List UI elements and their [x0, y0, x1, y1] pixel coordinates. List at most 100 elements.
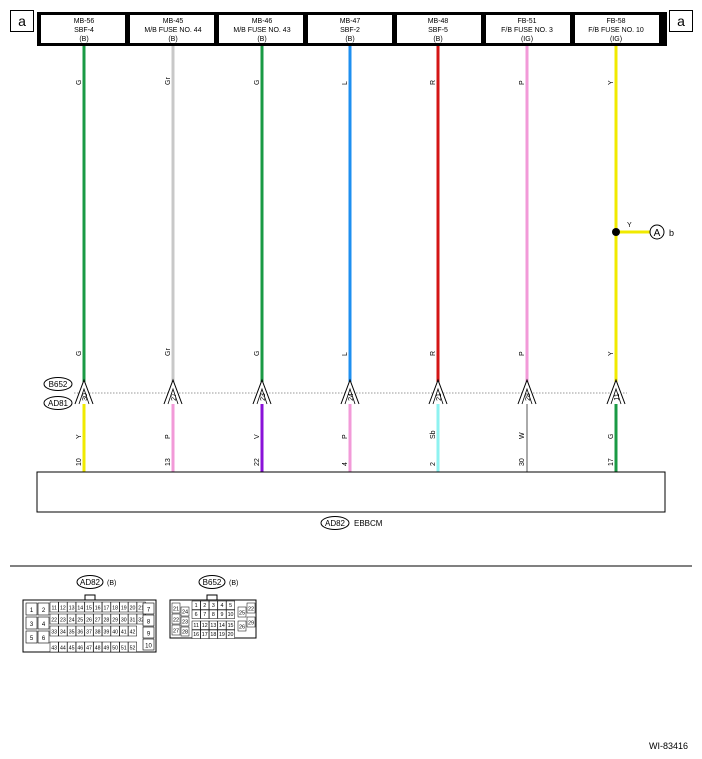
ad82-pin-number: 23	[60, 618, 66, 624]
ad82-pin-number: 28	[104, 618, 110, 624]
ad82-pin-cell	[128, 601, 137, 613]
fuse-name: SBF-5	[428, 27, 448, 34]
fuse-code: MB-45	[163, 18, 184, 25]
ad82-pin-number: 47	[86, 646, 92, 652]
b652-pin-cell	[246, 616, 256, 628]
ad82-pin-number: 13	[69, 606, 75, 612]
fuse-box	[397, 15, 481, 43]
ad82-pin-number: 46	[77, 646, 83, 652]
module-connector-id: AD82	[325, 519, 346, 528]
ad82-pin-cell	[142, 626, 155, 639]
fuse-code: MB-48	[428, 18, 449, 25]
b652-pin-cell	[208, 629, 218, 639]
ad82-latch	[84, 594, 96, 601]
b652-pin-number: 22	[173, 618, 179, 624]
connector-id: AD81	[48, 399, 69, 408]
wire-color-label: P	[519, 80, 526, 85]
ad82-pin-cell	[84, 641, 94, 653]
ad82-pin-number: 51	[121, 646, 127, 652]
off-page-dest: b	[669, 228, 674, 238]
ad82-pin-number: 9	[147, 632, 151, 638]
connector-terminal-inner	[432, 387, 444, 405]
wire-color-label: R	[430, 80, 437, 85]
wire-color-label: Sb	[430, 430, 437, 439]
b652-pin-number: 15	[228, 623, 234, 629]
wire-color-label: P	[519, 351, 526, 356]
fuse-name: M/B FUSE NO. 43	[233, 27, 290, 34]
fuse-box	[130, 15, 214, 43]
ad82-pin-number: 18	[112, 606, 118, 612]
ad82-pin-cell	[142, 614, 155, 627]
connector-id: B652	[49, 380, 68, 389]
ad82-pin-number: 24	[69, 618, 75, 624]
ad82-pin-number: 16	[95, 606, 101, 612]
ad82-pin-number: 2	[42, 608, 46, 614]
b652-pin-cell	[208, 620, 218, 630]
ad82-pin-cell	[67, 613, 77, 625]
ad82-pin-number: 39	[104, 630, 110, 636]
legend-connector-tag	[76, 575, 104, 589]
ad82-pin-number: 1	[30, 608, 34, 614]
ecu-pin-number: 30	[519, 458, 526, 466]
fuse-name: SBF-2	[340, 27, 360, 34]
fuse-code: FB-58	[606, 18, 625, 25]
fuse-name: F/B FUSE NO. 10	[588, 27, 644, 34]
b652-pin-cell	[191, 620, 201, 630]
b652-pin-cell	[171, 602, 181, 614]
b652-pin-cell	[237, 606, 247, 618]
ad82-pin-cell	[25, 616, 38, 630]
module-name: EBBCM	[354, 519, 383, 528]
b652-pin-number: 5	[229, 603, 232, 609]
ad82-pin-number: 31	[130, 618, 136, 624]
ad82-pin-number: 33	[51, 630, 57, 636]
ad82-pin-number: 5	[30, 636, 34, 642]
ad82-pin-number: 45	[69, 646, 75, 652]
ad82-pin-cell	[128, 641, 137, 653]
wire-color-label: V	[254, 434, 261, 439]
ad82-pin-cell	[84, 625, 94, 637]
b652-pin-cell	[237, 620, 247, 632]
b652-pin-cell	[208, 600, 218, 610]
ad82-pin-cell	[101, 641, 111, 653]
fuse-connector: (IG)	[521, 36, 533, 43]
ad82-pin-cell	[58, 601, 68, 613]
fuse-code: FB-51	[517, 18, 536, 25]
ad82-pin-number: 22	[51, 618, 57, 624]
ad82-pin-number: 19	[121, 606, 127, 612]
fuse-connector: (B)	[257, 36, 266, 43]
connector-terminal	[74, 378, 94, 405]
ad82-pin-number: 14	[77, 606, 83, 612]
ad82-pin-cell	[49, 601, 59, 613]
connector-terminal	[606, 378, 626, 405]
wire-color-label: Gr	[165, 348, 172, 356]
wire-color-label: P	[165, 434, 172, 439]
ad82-pin-cell	[119, 613, 129, 625]
wire-color-label: R	[430, 351, 437, 356]
wire-color-label: G	[76, 80, 83, 85]
b652-pin-cell	[226, 609, 235, 619]
ad82-pin-cell	[37, 616, 50, 630]
b652-pin-cell	[200, 609, 210, 619]
b652-pin-number: 1	[195, 603, 198, 609]
ad82-pin-number: 26	[86, 618, 92, 624]
b652-latch	[206, 594, 218, 601]
connector-terminal	[163, 378, 183, 405]
ad82-pin-cell	[37, 630, 50, 644]
b652-pin-number: 20	[228, 632, 234, 638]
ad82-pin-cell	[58, 625, 68, 637]
ad82-pin-number: 30	[121, 618, 127, 624]
fuse-box	[308, 15, 392, 43]
b652-pin-number: 10	[228, 612, 234, 618]
b652-pin-number: 17	[202, 632, 208, 638]
ad82-pin-number: 4	[42, 622, 46, 628]
ad82-pin-number: 11	[52, 606, 57, 612]
ad82-pin-number: 10	[145, 644, 152, 650]
ad82-pin-number: 20	[130, 606, 136, 612]
ad82-pin-cell	[119, 601, 129, 613]
b652-pin-cell	[217, 600, 227, 610]
fuse-name: F/B FUSE NO. 3	[501, 27, 553, 34]
ad82-pin-cell	[93, 613, 103, 625]
b652-pin-number: 8	[212, 612, 215, 618]
ad82-pin-cell	[93, 601, 103, 613]
